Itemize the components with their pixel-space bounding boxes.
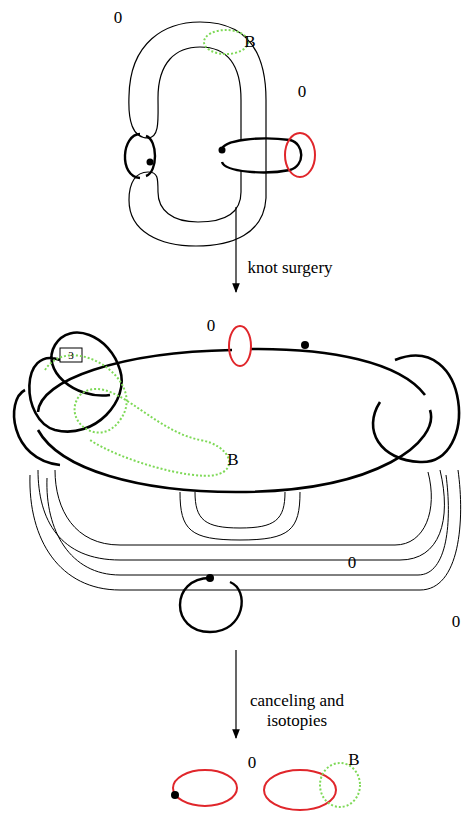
framing-number: 0 bbox=[348, 553, 357, 573]
framing-number: 0 bbox=[207, 316, 216, 336]
down-arrow bbox=[235, 650, 236, 738]
zero-framed-band bbox=[30, 470, 461, 590]
down-arrow bbox=[235, 207, 236, 292]
framing-number: 0 bbox=[114, 8, 123, 28]
one-handle bbox=[125, 134, 155, 178]
framing-number: 0 bbox=[452, 612, 461, 632]
dotted-curve-b bbox=[45, 355, 229, 475]
zero-framed-circle bbox=[285, 133, 315, 177]
curve-name: B bbox=[348, 750, 359, 770]
arrow-label: canceling and isotopies bbox=[243, 691, 351, 730]
knotted-handle bbox=[14, 333, 459, 492]
twist-box bbox=[60, 348, 82, 362]
one-handle bbox=[173, 770, 237, 806]
twist-number: 3 bbox=[68, 349, 74, 362]
curve-name: B bbox=[244, 32, 255, 52]
handle-dot bbox=[219, 147, 226, 154]
handle-dot bbox=[171, 791, 179, 799]
one-handle bbox=[180, 578, 242, 632]
handle-dot bbox=[206, 574, 214, 582]
curve-name: B bbox=[227, 450, 238, 470]
handle-dot bbox=[147, 159, 154, 166]
dotted-circle-b bbox=[204, 30, 248, 54]
framing-number: 0 bbox=[298, 82, 307, 102]
arrow-label: knot surgery bbox=[247, 258, 332, 278]
framing-number: 0 bbox=[248, 753, 257, 773]
zero-framed-band bbox=[129, 22, 266, 246]
dotted-circle-b bbox=[320, 763, 360, 807]
one-handle bbox=[222, 138, 301, 172]
zero-framed-circle bbox=[264, 770, 336, 810]
handle-dot bbox=[301, 341, 309, 349]
zero-framed-circle bbox=[229, 326, 251, 366]
